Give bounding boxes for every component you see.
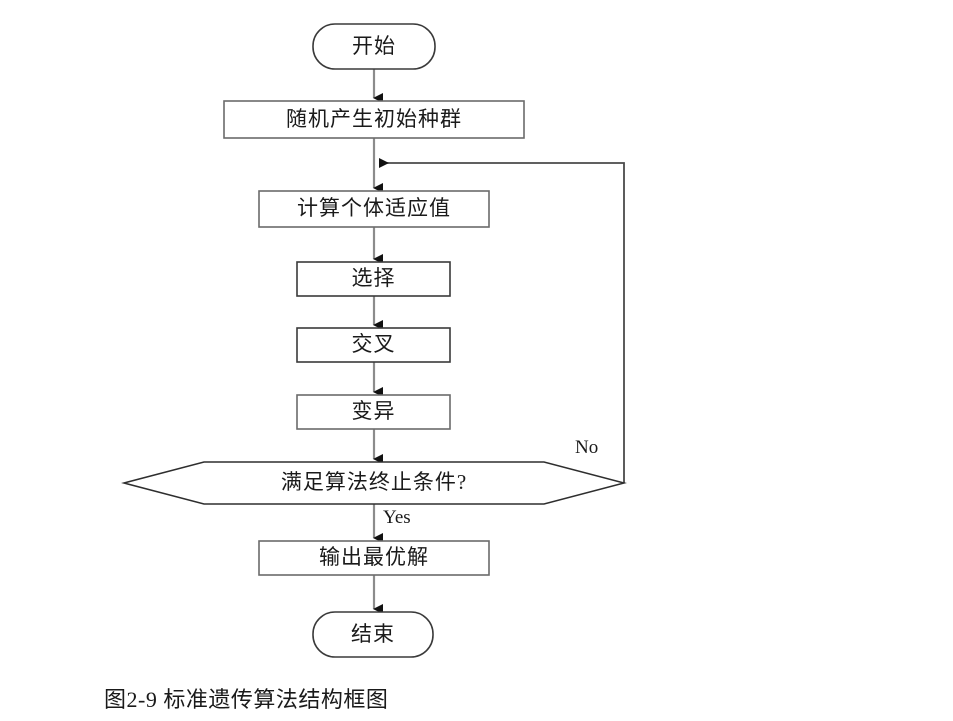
node-crossover[interactable] [296, 327, 451, 363]
node-decision[interactable] [121, 461, 627, 505]
node-output[interactable] [258, 540, 490, 576]
node-mutation[interactable] [296, 394, 451, 430]
node-end[interactable] [312, 611, 434, 658]
node-select[interactable] [296, 261, 451, 297]
node-init[interactable] [223, 100, 525, 139]
figure-caption: 图2-9 标准遗传算法结构框图 [104, 687, 389, 712]
connector-feedback-no [379, 158, 625, 483]
edge-label-no: No [575, 437, 599, 458]
edge-label-yes: Yes [383, 507, 411, 528]
node-start[interactable] [312, 23, 436, 70]
node-fitness[interactable] [258, 190, 490, 228]
